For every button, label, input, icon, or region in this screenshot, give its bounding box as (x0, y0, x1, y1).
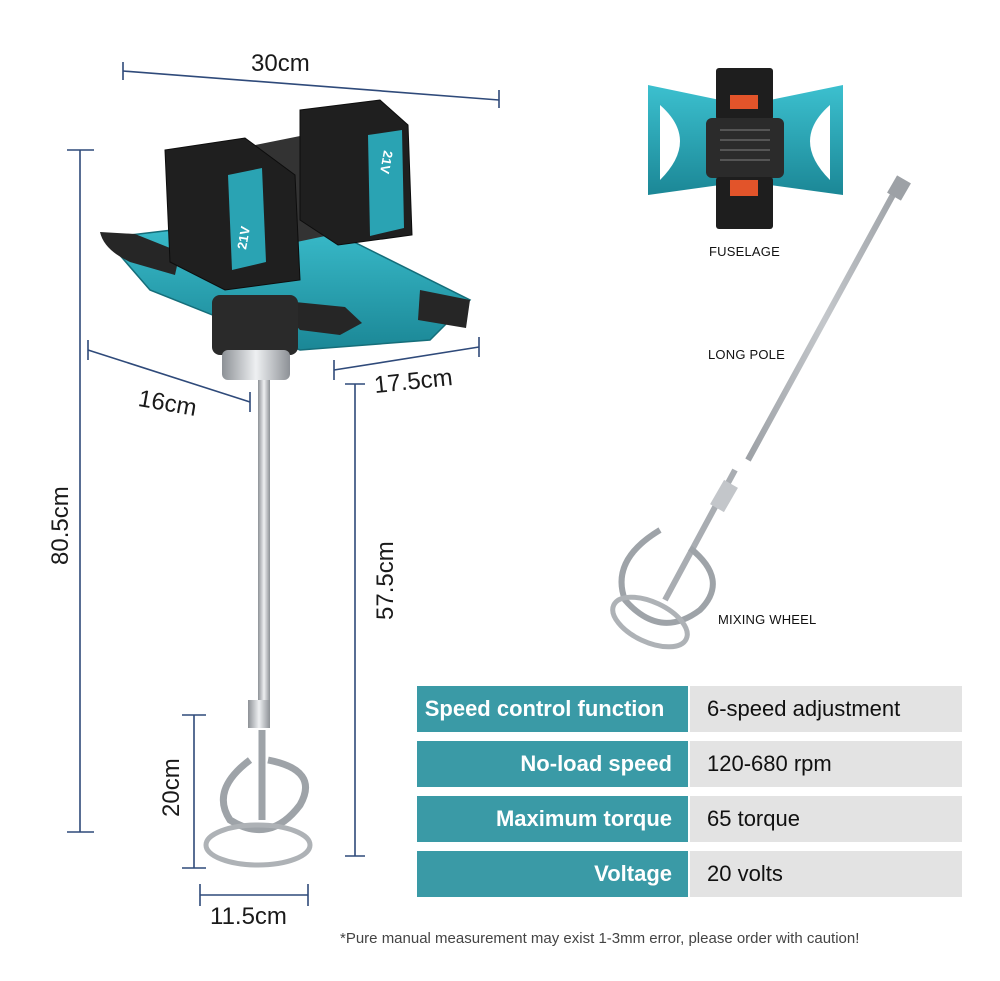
part-label-fuselage: FUSELAGE (709, 244, 780, 259)
spec-row: Maximum torque 65 torque (417, 796, 962, 842)
spec-key: Maximum torque (417, 796, 688, 842)
spec-value: 20 volts (690, 851, 962, 897)
spec-row: Voltage 20 volts (417, 851, 962, 897)
dim-width-top-label: 30cm (251, 50, 310, 77)
dimension-lines (67, 62, 500, 906)
spec-value: 65 torque (690, 796, 962, 842)
measurement-note: *Pure manual measurement may exist 1-3mm… (340, 930, 860, 947)
pole-and-wheel-drawing (610, 175, 911, 650)
part-label-long-pole: LONG POLE (708, 347, 785, 362)
spec-key: No-load speed (417, 741, 688, 787)
dim-shaft-length-label: 57.5cm (372, 541, 399, 620)
spec-value: 120-680 rpm (690, 741, 962, 787)
spec-key: Voltage (417, 851, 688, 897)
dim-height-total-label: 80.5cm (47, 486, 74, 565)
spec-key: Speed control function (417, 686, 688, 732)
dim-paddle-height-label: 20cm (158, 758, 185, 817)
part-label-mixing-wheel: MIXING WHEEL (718, 612, 817, 627)
spec-value: 6-speed adjustment (690, 686, 962, 732)
battery-voltage-label: 21V (234, 225, 253, 251)
dim-paddle-width-label: 11.5cm (210, 903, 287, 930)
spec-row: No-load speed 120-680 rpm (417, 741, 962, 787)
fuselage-drawing (648, 68, 843, 229)
mixer-main-drawing: 21V 21V (100, 99, 472, 868)
spec-row: Speed control function 6-speed adjustmen… (417, 686, 962, 732)
battery-voltage-label-2: 21V (377, 149, 396, 175)
